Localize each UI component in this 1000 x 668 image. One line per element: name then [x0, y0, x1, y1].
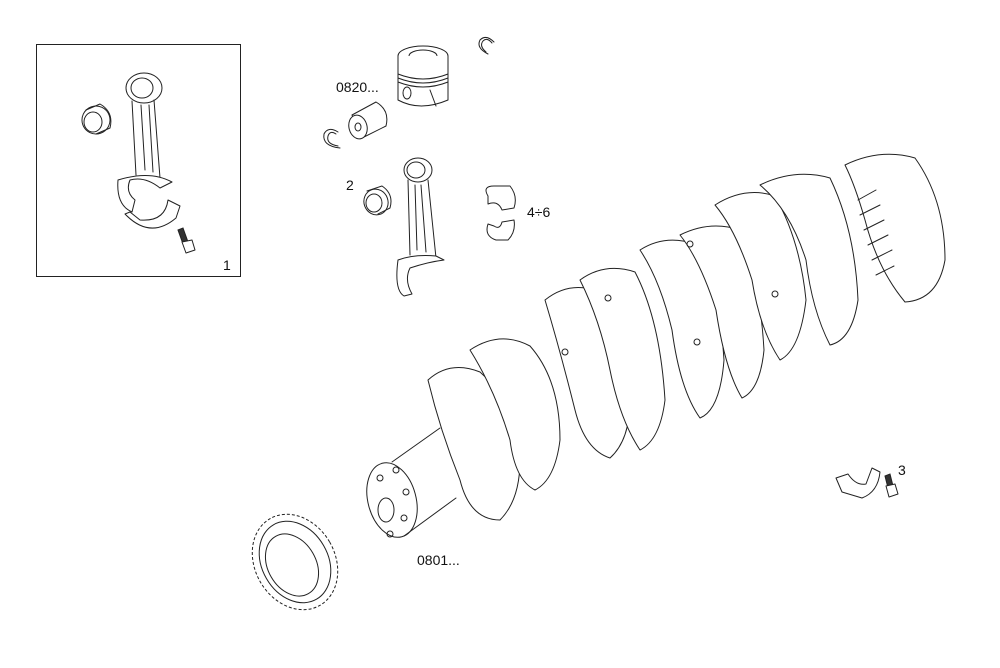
- inset-connecting-rod-icon: [117, 72, 181, 229]
- callout-3-label[interactable]: 3: [898, 462, 906, 478]
- piston-circlip-left-icon: [323, 128, 341, 149]
- callout-1-label[interactable]: 1: [223, 257, 231, 273]
- inset-bushing-icon: [81, 103, 112, 135]
- inset-bolt-icon: [177, 227, 196, 254]
- bearing-shells-icon: [485, 185, 516, 241]
- callout-0820-label[interactable]: 0820...: [336, 79, 379, 95]
- callout-4-6-label[interactable]: 4÷6: [527, 204, 551, 220]
- crankshaft-gear-icon: [251, 513, 339, 611]
- rod-cap-bolt-icon: [884, 473, 899, 498]
- connecting-rod-icon: [396, 157, 445, 297]
- piston-circlip-right-icon: [478, 36, 495, 55]
- piston-icon: [397, 45, 449, 107]
- rod-cap-icon: [835, 467, 881, 499]
- small-end-bushing-icon: [363, 185, 392, 216]
- crankshaft-icon: [366, 153, 946, 538]
- callout-2-label[interactable]: 2: [346, 177, 354, 193]
- connecting-rod-kit-inset: [36, 44, 241, 277]
- callout-0801-label[interactable]: 0801...: [417, 552, 460, 568]
- piston-pin-icon: [348, 101, 388, 140]
